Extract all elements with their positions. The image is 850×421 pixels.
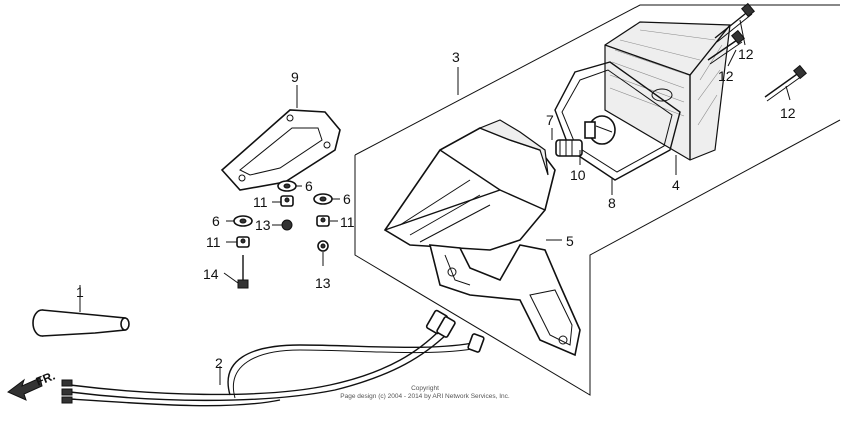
callout-11a: 11 [253, 194, 268, 210]
callout-2: 2 [215, 355, 223, 371]
washer-6a[interactable] [277, 180, 297, 192]
direction-label: FR. [34, 369, 57, 389]
screw-right[interactable] [764, 64, 807, 102]
bolt-14[interactable] [237, 255, 249, 289]
nut-13a[interactable] [281, 219, 293, 231]
washer-6c[interactable] [233, 215, 253, 227]
leader-lines [223, 19, 791, 284]
lens-gasket[interactable] [554, 61, 681, 181]
callout-3: 3 [452, 49, 460, 65]
callout-14: 14 [203, 266, 219, 282]
wire-harness[interactable] [61, 309, 485, 407]
washer-6b[interactable] [313, 193, 333, 205]
assembly-outline-lower [354, 119, 841, 396]
callout-12a: 12 [738, 46, 754, 62]
mounting-bracket[interactable] [428, 244, 581, 357]
callout-13a: 13 [255, 217, 271, 233]
callout-13b: 13 [315, 275, 331, 291]
callout-5: 5 [566, 233, 574, 249]
callout-8: 8 [608, 195, 616, 211]
copyright-line2: Page design (c) 2004 - 2014 by ARI Netwo… [340, 393, 510, 400]
nut-13b[interactable] [317, 240, 329, 252]
screw-upper[interactable] [714, 2, 755, 43]
screw-middle[interactable] [707, 29, 745, 65]
taillight-housing[interactable] [383, 119, 556, 251]
front-direction-arrow [7, 377, 43, 401]
taillight-lens[interactable] [604, 21, 731, 161]
callout-6c: 6 [212, 213, 220, 229]
nut-11a[interactable] [280, 195, 294, 207]
callout-7: 7 [546, 112, 554, 128]
callout-10: 10 [570, 167, 586, 183]
wire-grommet[interactable] [32, 309, 130, 337]
callout-6a: 6 [305, 178, 313, 194]
bulb[interactable] [584, 115, 616, 145]
callout-9: 9 [291, 69, 299, 85]
nut-11c[interactable] [236, 236, 250, 248]
callout-11b: 11 [340, 214, 355, 230]
bulb-socket[interactable] [555, 139, 583, 157]
license-plate-bracket[interactable] [220, 109, 341, 191]
callout-11c: 11 [206, 234, 221, 250]
nut-11b[interactable] [316, 215, 330, 227]
copyright-line1: Copyright [411, 385, 439, 392]
callout-12b: 12 [718, 68, 734, 84]
callout-1: 1 [76, 284, 84, 300]
callout-4: 4 [672, 177, 680, 193]
callout-6b: 6 [343, 191, 351, 207]
callout-12c: 12 [780, 105, 796, 121]
assembly-outline [354, 4, 840, 156]
